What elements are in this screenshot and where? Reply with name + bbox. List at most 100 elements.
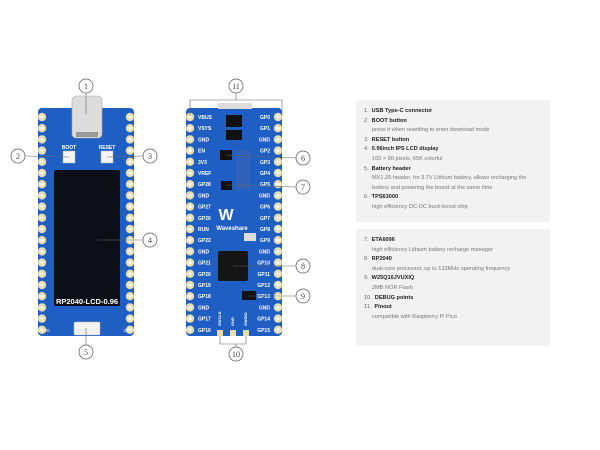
lcd-display	[54, 170, 120, 306]
brand-label: Waveshare	[216, 226, 248, 232]
feature-number: 10.	[364, 294, 372, 301]
callout-circle	[228, 346, 244, 362]
component	[226, 130, 242, 140]
pin-label: GP28	[198, 182, 211, 188]
pin-label: GP14	[257, 317, 270, 323]
battery-header	[73, 321, 101, 336]
pin-label: GND	[198, 193, 210, 199]
pin-label: GP9	[260, 238, 270, 244]
feature-title-text: W25Q16JVUXIQ	[371, 275, 415, 282]
pin-end-label: 21	[123, 328, 129, 333]
pin-hole	[128, 249, 132, 253]
debug-pin-label: SWDIO	[243, 312, 248, 326]
pin-label: GP18	[198, 294, 211, 300]
callout-number: 2	[16, 152, 20, 161]
feature-description: 2MB NOR Flash	[372, 284, 413, 291]
pin-hole	[128, 205, 132, 209]
callout-number: 11	[232, 82, 240, 91]
pin-hole	[40, 305, 44, 309]
pin-label: GP12	[257, 283, 270, 289]
callout-lines	[24, 93, 297, 347]
feature-number: 6.	[364, 194, 369, 201]
usb-c-edge	[218, 103, 252, 109]
callout-circle	[295, 179, 311, 195]
feature-description: 160 × 80 pixels, 65K colorful	[372, 155, 443, 162]
callout-number: 7	[301, 183, 305, 192]
feature-title: 1.USB Type-C connector	[364, 107, 542, 117]
pin-hole	[40, 238, 44, 242]
pin-label: GP1	[260, 126, 270, 132]
pin-hole	[276, 126, 280, 130]
feature-title: 10.DEBUG points	[364, 294, 542, 304]
via-grid	[236, 150, 250, 190]
pin-hole	[128, 305, 132, 309]
pin-hole	[188, 193, 192, 197]
pin-hole	[128, 216, 132, 220]
pin-hole	[40, 328, 44, 332]
crystal	[244, 233, 256, 241]
pin-hole	[40, 205, 44, 209]
callout-number: 5	[84, 348, 88, 357]
callout-number: 6	[301, 154, 305, 163]
pin-hole	[276, 182, 280, 186]
pin-label: VSYS	[198, 126, 212, 132]
pin-label: GP19	[198, 283, 211, 289]
pin-hole	[188, 272, 192, 276]
callout-circle	[10, 148, 26, 164]
pin-hole	[40, 193, 44, 197]
pin-hole	[40, 216, 44, 220]
pin-hole	[40, 137, 44, 141]
pin-label: GND	[198, 249, 210, 255]
pin-label: GND	[259, 249, 271, 255]
pin-hole	[40, 182, 44, 186]
feature-number: 1.	[364, 108, 369, 114]
feature-number: 7.	[364, 237, 369, 243]
pin-hole	[188, 149, 192, 153]
pin-label: 3V3	[198, 160, 207, 166]
front-board: BOOT RESET RP2040-LCD-0.96 20 21	[37, 95, 135, 336]
pin-label: GP6	[260, 205, 270, 211]
feature-item: 10.DEBUG points	[364, 294, 542, 304]
usb-c-connector	[71, 95, 103, 139]
pin-hole	[276, 272, 280, 276]
debug-pin-label: SWCLK	[217, 311, 222, 326]
pin-label: GP16	[198, 328, 211, 334]
feature-number: 11.	[364, 304, 372, 311]
feature-item: 1.USB Type-C connector	[364, 107, 542, 117]
pin-hole	[128, 115, 132, 119]
callout-circle	[142, 148, 158, 164]
pin-hole	[276, 160, 280, 164]
pin-hole	[40, 115, 44, 119]
feature-title: 9.W25Q16JVUXIQ	[364, 274, 542, 284]
pin-hole	[188, 249, 192, 253]
feature-title: 5.Battery header	[364, 165, 542, 175]
pin-hole	[188, 171, 192, 175]
pin-label: VREF	[198, 171, 211, 177]
pin-hole	[128, 261, 132, 265]
callout-circle	[228, 78, 244, 94]
feature-title: 3.RESET button	[364, 136, 542, 146]
pin-hole	[188, 126, 192, 130]
callout-circle	[295, 288, 311, 304]
pin-hole	[276, 227, 280, 231]
feature-title-text: BOOT button	[371, 117, 407, 124]
pin-hole	[188, 115, 192, 119]
callout-number: 8	[301, 262, 305, 271]
waveshare-logo: W	[218, 207, 234, 224]
pin-hole	[40, 160, 44, 164]
pin-label: GP3	[260, 160, 270, 166]
feature-number: 5.	[364, 165, 369, 172]
pin-label: GP21	[198, 261, 211, 267]
pin-label: GP13	[257, 294, 270, 300]
pin-label: GND	[259, 137, 271, 143]
feature-title-text: 0.96inch IPS LCD display	[371, 146, 439, 153]
pin-hole	[128, 160, 132, 164]
debug-pin-label: GND	[230, 317, 235, 326]
feature-title-text: ETA6096	[371, 237, 395, 243]
feature-number: 2.	[364, 117, 369, 124]
